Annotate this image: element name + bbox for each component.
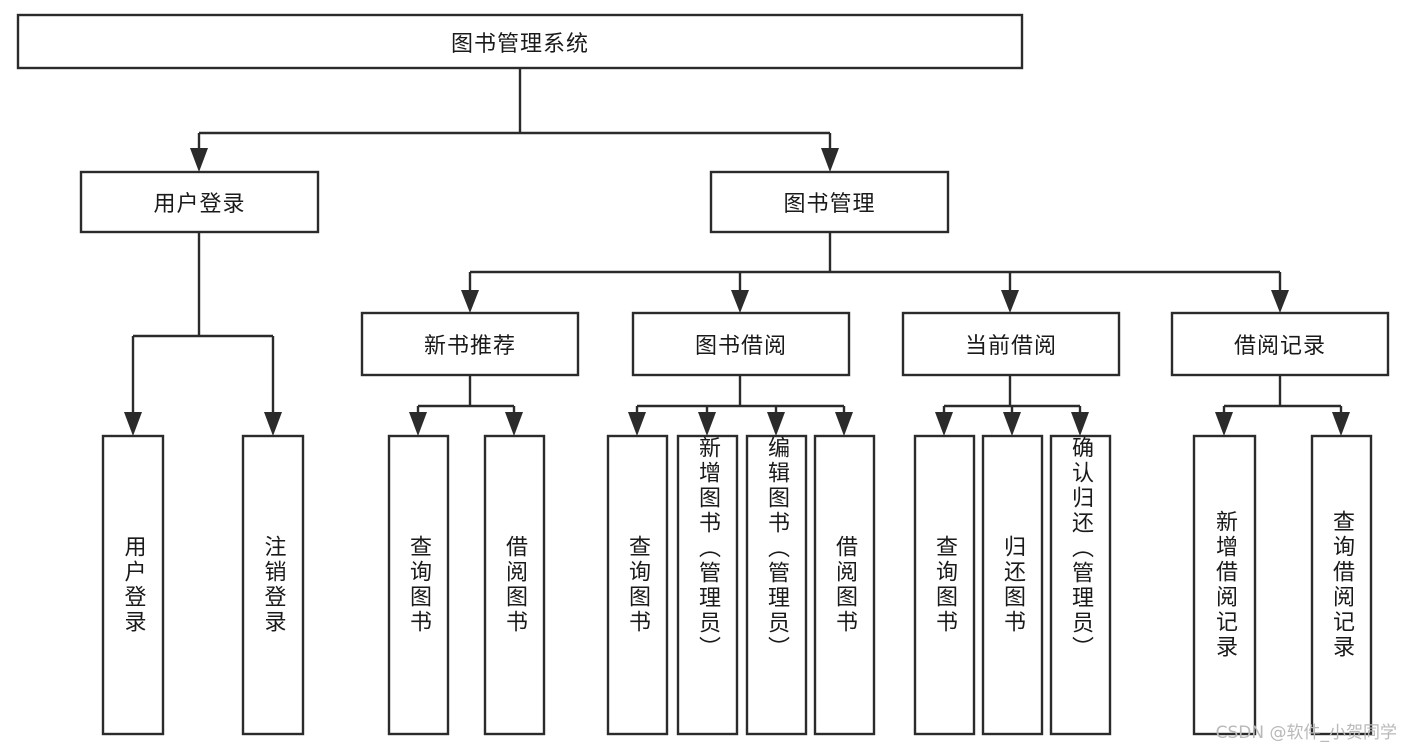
connectors-user-login-to-leaves (124, 232, 282, 436)
arrow-head-leaf-query-book-2 (628, 412, 646, 436)
node-box-leaf-borrow-book-1[interactable] (483, 434, 546, 736)
arrow-head-new-book-recommend (461, 290, 479, 313)
node-box-current-borrow[interactable] (901, 311, 1121, 377)
node-box-leaf-query-book-2[interactable] (606, 434, 669, 736)
connectors-current-borrow-to-leaves (935, 375, 1089, 436)
arrow-head-leaf-confirm-return (1071, 412, 1089, 436)
arrow-head-leaf-query-record (1332, 412, 1350, 436)
node-box-leaf-add-book[interactable] (676, 434, 739, 736)
arrow-head-user-login (190, 148, 208, 172)
arrow-head-leaf-edit-book (767, 412, 785, 436)
arrow-head-book-borrow (731, 290, 749, 313)
arrow-head-leaf-borrow-book-1 (505, 412, 523, 436)
node-box-book-management[interactable] (709, 170, 950, 234)
node-box-leaf-query-book-1[interactable] (387, 434, 450, 736)
connectors-borrow-record-to-leaves (1215, 375, 1350, 436)
arrow-head-leaf-borrow-book-2 (835, 412, 853, 436)
node-box-user-login[interactable] (79, 170, 320, 234)
node-box-root[interactable] (16, 13, 1024, 70)
node-box-leaf-confirm-return[interactable] (1049, 434, 1112, 736)
node-box-leaf-edit-book[interactable] (745, 434, 808, 736)
arrow-head-leaf-user-logout (264, 412, 282, 436)
node-box-new-book-recommend[interactable] (360, 311, 580, 377)
arrow-head-leaf-user-login (124, 412, 142, 436)
arrow-head-current-borrow (1001, 290, 1019, 313)
node-box-leaf-add-record[interactable] (1192, 434, 1257, 736)
connectors-new-book-recommend-to-leaves (409, 375, 523, 436)
node-box-leaf-borrow-book-2[interactable] (813, 434, 876, 736)
node-box-leaf-user-logout[interactable] (241, 434, 305, 736)
node-box-book-borrow[interactable] (631, 311, 851, 377)
arrow-head-borrow-record (1271, 290, 1289, 313)
node-box-leaf-query-record[interactable] (1310, 434, 1373, 736)
node-box-leaf-return-book[interactable] (981, 434, 1044, 736)
node-box-leaf-user-login[interactable] (101, 434, 165, 736)
arrow-head-leaf-query-book-1 (409, 412, 427, 436)
arrow-head-leaf-add-record (1215, 412, 1233, 436)
connectors-root-to-level2 (190, 68, 839, 172)
node-box-borrow-record[interactable] (1170, 311, 1390, 377)
arrow-head-leaf-return-book (1003, 412, 1021, 436)
arrow-head-leaf-add-book (698, 412, 716, 436)
arrow-head-leaf-query-book-3 (935, 412, 953, 436)
arrow-head-book-management (821, 148, 839, 172)
node-box-leaf-query-book-3[interactable] (913, 434, 976, 736)
connectors-book-management-to-level3 (461, 232, 1289, 313)
connectors-book-borrow-to-leaves (628, 375, 853, 436)
